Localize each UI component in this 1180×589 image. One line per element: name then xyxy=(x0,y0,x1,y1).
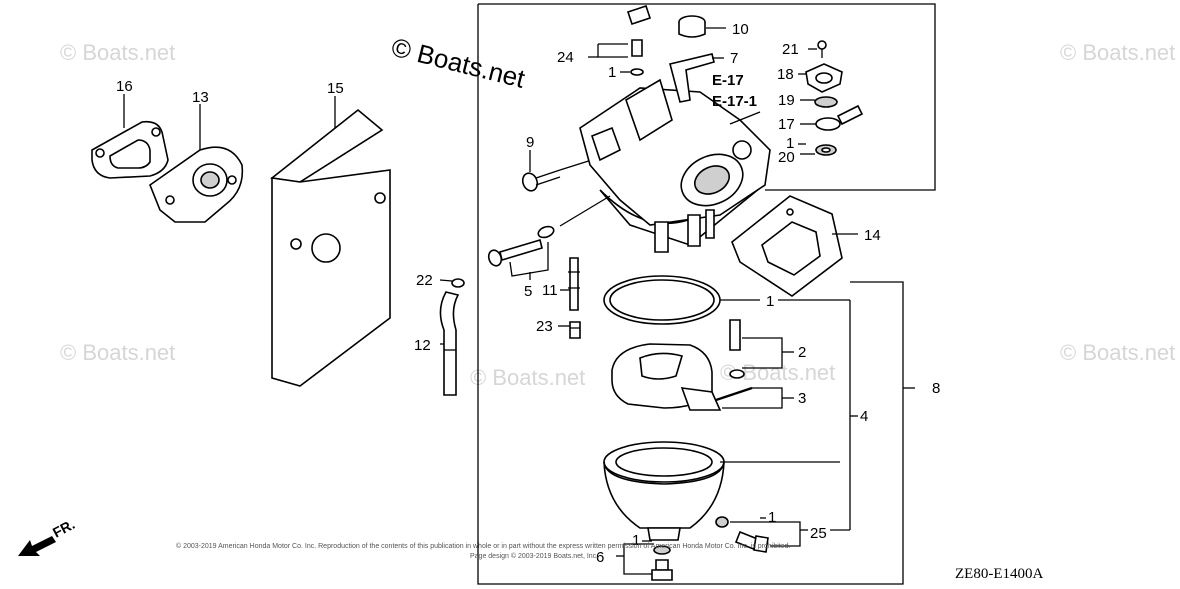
part-24-screw[interactable] xyxy=(626,4,652,57)
part-1-o-ring-top[interactable] xyxy=(630,68,644,76)
callout-6: 6 xyxy=(596,549,604,566)
watermark-main: © Boats.net xyxy=(389,32,529,94)
part-10-cap[interactable] xyxy=(678,15,706,38)
callout-16: 16 xyxy=(116,78,133,95)
watermark-faint: © Boats.net xyxy=(1060,40,1175,65)
part-23-main-jet[interactable] xyxy=(569,321,581,339)
callout-21: 21 xyxy=(782,41,799,58)
part-6-bolt[interactable] xyxy=(651,545,673,581)
watermark-faint: © Boats.net xyxy=(60,340,175,365)
callout-10: 10 xyxy=(732,21,749,38)
carburetor-frame-line xyxy=(477,4,904,585)
callout-18: 18 xyxy=(777,66,794,83)
part-17-diaphragm[interactable] xyxy=(815,104,864,131)
callout-3: 3 xyxy=(798,390,806,407)
callout-17: 17 xyxy=(778,116,795,133)
callout-23: 23 xyxy=(536,318,553,335)
part-25-drain-screw[interactable] xyxy=(715,516,769,553)
callout-13: 13 xyxy=(192,89,209,106)
callout-11: 11 xyxy=(542,282,558,299)
part-9-throttle-stop-screw[interactable] xyxy=(520,169,561,193)
callout-20: 20 xyxy=(778,149,795,166)
part-21-screw[interactable] xyxy=(817,40,827,58)
part-16-gasket[interactable] xyxy=(91,120,169,179)
callout-1e: 1 xyxy=(632,532,640,549)
callout-9: 9 xyxy=(526,134,534,151)
part-13-insulator[interactable] xyxy=(149,146,244,223)
callout-12: 12 xyxy=(414,337,431,354)
callout-19: 19 xyxy=(778,92,795,109)
callout-1d: 1 xyxy=(768,509,776,526)
part-20-seal[interactable] xyxy=(815,144,837,156)
part-15-plate[interactable] xyxy=(270,108,391,387)
part-14-gasket[interactable] xyxy=(731,195,843,297)
callout-4: 4 xyxy=(860,408,868,425)
callout-5: 5 xyxy=(524,283,532,300)
part-float-chamber[interactable] xyxy=(603,441,725,541)
callout-8: 8 xyxy=(932,380,940,397)
reference-e17-1: E-17-1 xyxy=(712,93,757,110)
part-12-drain-tube[interactable] xyxy=(439,291,460,396)
callout-24: 24 xyxy=(557,49,574,66)
callout-1c: 1 xyxy=(766,293,774,310)
callout-25: 25 xyxy=(810,525,827,542)
front-label: FR. xyxy=(50,516,77,541)
part-22-clip[interactable] xyxy=(451,278,465,288)
diagram-code: ZE80-E1400A xyxy=(955,566,1043,582)
part-float[interactable] xyxy=(611,343,722,411)
watermark-faint: © Boats.net xyxy=(470,365,585,390)
part-5-pilot-screw-set[interactable] xyxy=(487,225,556,268)
part-19-washer[interactable] xyxy=(814,96,838,108)
watermark-faint: © Boats.net xyxy=(60,40,175,65)
copyright-line-2: Page design © 2003-2019 Boats.net, Inc. xyxy=(470,552,598,560)
part-1-float-gasket[interactable] xyxy=(603,275,721,325)
part-18-cover[interactable] xyxy=(805,63,843,93)
part-2-float-valve[interactable] xyxy=(729,319,745,379)
callout-15: 15 xyxy=(327,80,344,97)
reference-e17: E-17 xyxy=(712,72,744,89)
callout-1a: 1 xyxy=(608,64,616,81)
front-direction-arrow-icon xyxy=(18,536,56,556)
watermark-faint: © Boats.net xyxy=(1060,340,1175,365)
callout-2: 2 xyxy=(798,344,806,361)
part-carburetor-body[interactable] xyxy=(579,78,771,253)
part-7-lever[interactable] xyxy=(669,53,715,103)
part-11-main-nozzle[interactable] xyxy=(568,257,580,311)
copyright-line-1: © 2003-2019 American Honda Motor Co. Inc… xyxy=(176,542,791,550)
callout-22: 22 xyxy=(416,272,433,289)
callout-7: 7 xyxy=(730,50,738,67)
callout-1b: 1 xyxy=(786,135,794,152)
callout-14: 14 xyxy=(864,227,881,244)
carburetor-frame-line xyxy=(478,3,936,191)
part-3-float-pin[interactable] xyxy=(715,386,753,402)
